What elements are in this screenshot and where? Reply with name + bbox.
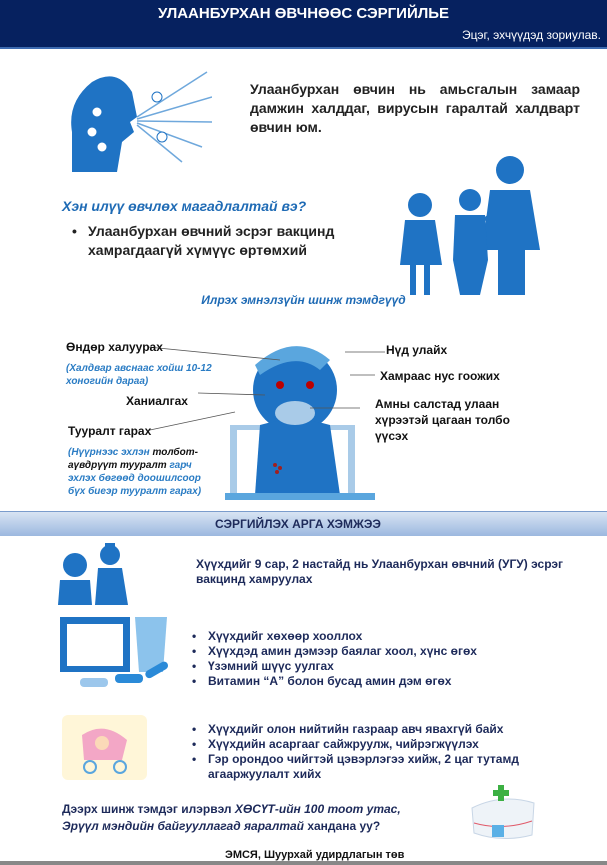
symptom-fever: Өндөр халуурах xyxy=(66,340,163,354)
symptom-cough: Ханиалгах xyxy=(126,394,188,408)
symptom-mouth: Амны салстад улаан хүрээтэй цагаан толбо… xyxy=(375,397,510,443)
nutrition-item: Хүүхдэд амин дэмээр баялаг хоол, хүнс өг… xyxy=(188,644,588,659)
nutrition-item: Үзэмний шүүс уулгах xyxy=(188,659,588,674)
contact-phone: ХӨСҮТ-ийн 100 тоот утас, xyxy=(234,802,401,816)
nurse-child-illustration xyxy=(58,543,128,605)
symptom-pointer-lines xyxy=(147,346,385,431)
contact-text: яаралтай xyxy=(243,819,304,833)
nutrition-item: Витамин “А” болон бусад амин дэм өгөх xyxy=(188,674,588,689)
contact-message: Дээрх шинж тэмдэг илэрвэл ХӨСҮТ-ийн 100 … xyxy=(62,801,482,835)
symptoms-title: Илрэх эмнэлзүйн шинж тэмдгүүд xyxy=(201,293,406,307)
symptom-rash: Тууралт гарах xyxy=(68,424,152,438)
intro-text: Улаанбурхан өвчин нь амьсгалын замаар да… xyxy=(250,81,580,135)
rash-note-part: толбот-аүвдрүүт тууралт xyxy=(68,447,198,471)
footer-bar xyxy=(0,861,607,865)
symptom-fever-note: (Халдвар авснаас хойш 10-12 хоногийн дар… xyxy=(66,363,212,387)
vaccine-advice: Хүүхдийг 9 сар, 2 настайд нь Улаанбурхан… xyxy=(196,557,564,586)
hospital-illustration xyxy=(471,785,535,839)
baby-stroller-illustration xyxy=(62,715,147,780)
symptom-rash-note: (Нүүрнээс эхлэн толбот-аүвдрүүт тууралт … xyxy=(68,446,213,498)
sneezing-person-illustration xyxy=(71,71,212,172)
symptom-nose: Хамраас нус гоожих xyxy=(380,369,500,383)
care-item: Хүүхдийн асаргааг сайжруулж, чийрэгжүүлэ… xyxy=(188,737,588,752)
food-illustration xyxy=(60,617,169,687)
nutrition-list: Хүүхдийг хөхөөр хооллох Хүүхдэд амин дэм… xyxy=(188,629,588,689)
contact-text: Эрүүл мэндийн байгууллагад xyxy=(62,819,244,833)
risk-question: Хэн илүү өвчлөх магадлалтай вэ? xyxy=(62,198,307,214)
page-title: УЛААНБУРХАН ӨВЧНӨӨС СЭРГИЙЛЬЕ xyxy=(157,5,450,22)
contact-text: хандана уу? xyxy=(304,819,381,833)
rash-note-part: (Нүүрнээс эхлэн xyxy=(68,447,153,458)
care-list: Хүүхдийг олон нийтийн газраар авч явахгү… xyxy=(188,722,588,782)
contact-text: Дээрх шинж тэмдэг илэрвэл xyxy=(62,802,235,816)
prevention-section-header: СЭРГИЙЛЭХ АРГА ХЭМЖЭЭ xyxy=(0,511,607,536)
risk-item: Улаанбурхан өвчний эсрэг вакцинд хамрагд… xyxy=(68,222,368,260)
prevention-title: СЭРГИЙЛЭХ АРГА ХЭМЖЭЭ xyxy=(215,517,381,531)
page-subtitle: Эцэг, эхчүүдэд зориулав. xyxy=(461,28,601,42)
header-banner: УЛААНБУРХАН ӨВЧНӨӨС СЭРГИЙЛЬЕ Эцэг, эхчү… xyxy=(0,0,607,49)
care-item: Гэр орондоо чийгтэй цэвэрлэгээ хийж, 2 ц… xyxy=(188,752,588,782)
family-illustration xyxy=(400,156,540,295)
symptom-eyes: Нүд улайх xyxy=(386,343,448,357)
care-item: Хүүхдийг олон нийтийн газраар авч явахгү… xyxy=(188,722,588,737)
nutrition-item: Хүүхдийг хөхөөр хооллох xyxy=(188,629,588,644)
risk-list: Улаанбурхан өвчний эсрэг вакцинд хамрагд… xyxy=(68,222,368,260)
rash-note-part: гарч эхлэх бөгөөд доошилсоор бүх биеэр т… xyxy=(68,460,202,497)
footer-org: ЭМСЯ, Шуурхай удирдлагын төв xyxy=(225,849,405,861)
sick-child-illustration xyxy=(225,346,375,500)
